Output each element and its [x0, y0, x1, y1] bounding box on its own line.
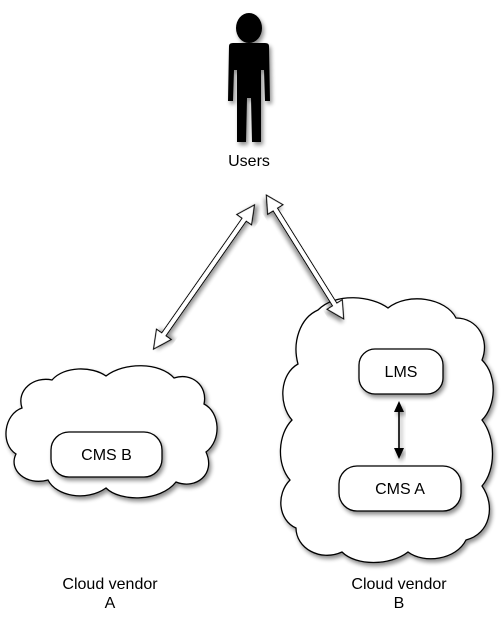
person-icon: [228, 13, 270, 142]
cms-b-label: CMS B: [81, 447, 132, 464]
cloud-vendor-b-caption-line2: B: [393, 595, 405, 612]
lms-box: [358, 348, 444, 395]
cms-b-box: [50, 431, 163, 478]
cloud-vendor-a-caption-line1: Cloud vendor: [62, 576, 158, 593]
cloud-vendor-a-caption-line2: A: [104, 595, 116, 612]
cloud-vendor-b-caption: Cloud vendor B: [329, 575, 469, 613]
lms-label: LMS: [384, 364, 418, 381]
arrow-users-cloud-a: [152, 203, 256, 351]
cloud-vendor-b-caption-line1: Cloud vendor: [351, 576, 447, 593]
cloud-vendor-b: [279, 297, 494, 564]
arrow-users-cloud-b: [265, 194, 345, 320]
users-label: Users: [228, 153, 270, 170]
cms-a-box: [338, 465, 462, 512]
cms-a-label: CMS A: [375, 481, 425, 498]
arrow-lms-cms-a: [394, 401, 404, 459]
cloud-vendor-a-caption: Cloud vendor A: [40, 575, 180, 613]
